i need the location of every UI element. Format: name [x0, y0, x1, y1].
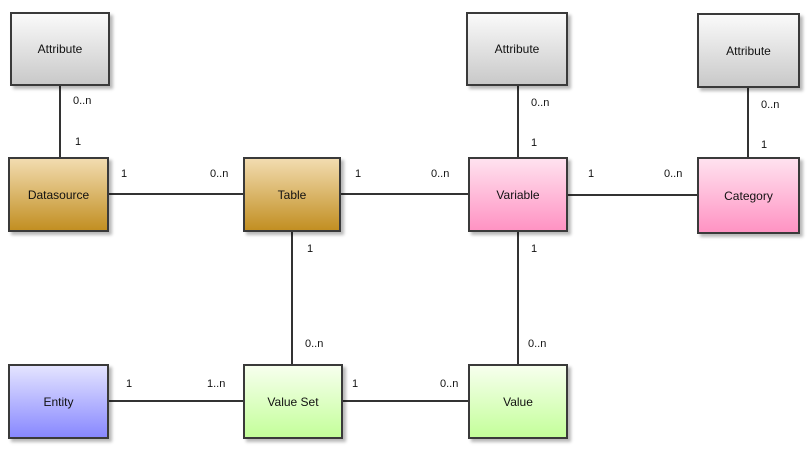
- cardinality-label: 1: [121, 168, 128, 180]
- cardinality-label: 1: [126, 378, 133, 390]
- cardinality-label: 0..n: [440, 378, 459, 390]
- category-box[interactable]: Category: [697, 157, 800, 234]
- cardinality-label: 0..n: [431, 168, 450, 180]
- entity-box[interactable]: Entity: [8, 364, 109, 439]
- entity-label: Value: [503, 394, 533, 409]
- cardinality-label: 1: [588, 168, 595, 180]
- entity-label: Attribute: [726, 43, 771, 58]
- table-box[interactable]: Table: [243, 157, 341, 232]
- cardinality-label: 0..n: [531, 97, 550, 109]
- entity-label: Variable: [496, 187, 540, 202]
- attribute-box-variable[interactable]: Attribute: [466, 12, 568, 86]
- variable-box[interactable]: Variable: [468, 157, 568, 232]
- cardinality-label: 1: [75, 136, 82, 148]
- entity-label: Datasource: [27, 187, 90, 202]
- cardinality-label: 0..n: [664, 168, 683, 180]
- cardinality-label: 0..n: [73, 95, 92, 107]
- entity-label: Attribute: [37, 42, 83, 56]
- cardinality-label: 0..n: [210, 168, 229, 180]
- cardinality-label: 0..n: [528, 338, 547, 350]
- cardinality-label: 1: [355, 168, 362, 180]
- entity-label: Entity: [43, 394, 74, 409]
- entity-label: Attribute: [494, 42, 540, 56]
- entity-label: Value Set: [267, 394, 319, 409]
- cardinality-label: 1: [761, 139, 768, 151]
- cardinality-label: 1: [531, 137, 538, 149]
- value-set-box[interactable]: Value Set: [243, 364, 343, 439]
- cardinality-label: 1..n: [207, 378, 226, 390]
- attribute-box-category[interactable]: Attribute: [697, 13, 800, 88]
- attribute-box-datasource[interactable]: Attribute: [10, 12, 110, 86]
- entity-label: Table: [277, 187, 307, 202]
- cardinality-label: 0..n: [761, 99, 780, 111]
- cardinality-label: 0..n: [305, 338, 324, 350]
- cardinality-label: 1: [307, 243, 314, 255]
- cardinality-label: 1: [352, 378, 359, 390]
- value-box[interactable]: Value: [468, 364, 568, 439]
- entity-label: Category: [724, 188, 773, 203]
- datasource-box[interactable]: Datasource: [8, 157, 109, 232]
- cardinality-label: 1: [531, 243, 538, 255]
